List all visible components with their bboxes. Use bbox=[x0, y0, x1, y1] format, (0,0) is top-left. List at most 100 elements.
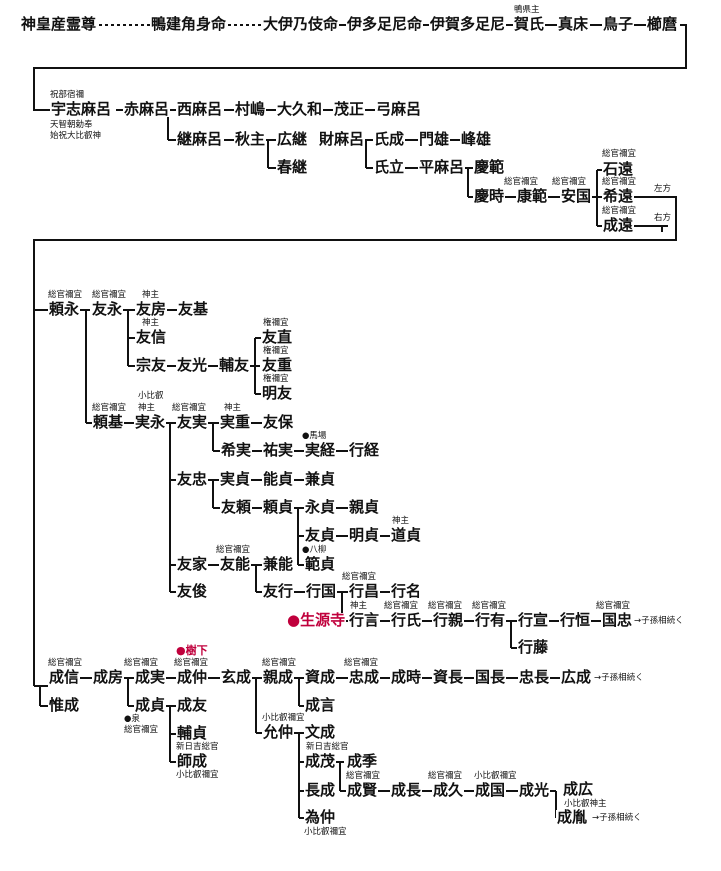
person-p66: 友家 bbox=[176, 555, 209, 573]
person-p100: 輔貞 bbox=[176, 724, 209, 742]
person-p69: 友俊 bbox=[176, 582, 209, 600]
person-p80: 行恒 bbox=[559, 611, 592, 629]
person-p47: 友実 bbox=[176, 413, 209, 431]
person-p30: 安国 bbox=[560, 187, 593, 205]
person-p29: 康範 bbox=[516, 187, 549, 205]
title-note: 総官禰宜 bbox=[172, 403, 207, 413]
person-p31: 石遠 bbox=[602, 160, 635, 178]
person-p95: 広成 bbox=[560, 668, 593, 686]
title-note: 総官禰宜 bbox=[124, 658, 159, 668]
person-p87: 玄成 bbox=[220, 668, 253, 686]
person-p58: 友頼 bbox=[220, 498, 253, 516]
person-p46: 実永 bbox=[134, 413, 167, 431]
person-p33: 成遠 bbox=[602, 216, 635, 234]
person-p92: 資長 bbox=[432, 668, 465, 686]
person-p34: 頼永 bbox=[48, 300, 81, 318]
title-note: 新日吉総官 bbox=[306, 742, 349, 752]
title-note: 神主 bbox=[138, 403, 156, 413]
person-p14: 大久和 bbox=[276, 100, 324, 118]
person-p50: 希実 bbox=[220, 441, 253, 459]
person-p98: 成友 bbox=[176, 696, 209, 714]
person-p111: 成光 bbox=[518, 781, 551, 799]
title-note: 小比叡禰宜 bbox=[176, 770, 219, 780]
title-note: 総官禰宜 bbox=[552, 177, 587, 187]
person-p4: 伊多足尼命 bbox=[346, 15, 424, 33]
title-note: 総官禰宜 bbox=[344, 658, 379, 668]
person-p26: 平麻呂 bbox=[418, 158, 466, 176]
person-p102: 允仲 bbox=[262, 723, 295, 741]
person-p77: 行親 bbox=[432, 611, 465, 629]
person-p41: 輔友 bbox=[218, 356, 251, 374]
person-p85: 成実 bbox=[134, 668, 167, 686]
person-p5: 伊賀多足尼 bbox=[429, 15, 507, 33]
person-p91: 成時 bbox=[390, 668, 423, 686]
person-p76: 行氏 bbox=[390, 611, 423, 629]
person-p42: 友直 bbox=[261, 328, 294, 346]
person-p96: 惟成 bbox=[48, 696, 81, 714]
title-note: 総官禰宜 bbox=[342, 572, 377, 582]
title-note: 総官禰宜 bbox=[48, 290, 83, 300]
person-p68: 兼能 bbox=[262, 555, 295, 573]
title-note: 神主 bbox=[392, 516, 410, 526]
person-p43: 友重 bbox=[261, 356, 294, 374]
person-p56: 能貞 bbox=[262, 470, 295, 488]
title-note: 神主 bbox=[142, 318, 160, 328]
person-p83: 成信 bbox=[48, 668, 81, 686]
title-note: 総官禰宜 bbox=[596, 601, 631, 611]
title-note: 神主 bbox=[350, 601, 368, 611]
title-note: 総官禰宜 bbox=[602, 177, 637, 187]
person-p114: 為仲 bbox=[304, 808, 337, 826]
person-p62: 友貞 bbox=[304, 526, 337, 544]
family-branch-shogenji: ●生源寺 bbox=[286, 611, 347, 629]
title-note: 総官禰宜 bbox=[92, 290, 127, 300]
person-p84: 成房 bbox=[92, 668, 125, 686]
person-p61: 親貞 bbox=[348, 498, 381, 516]
title-note: ●馬場 bbox=[302, 431, 327, 441]
person-p8: 鳥子 bbox=[602, 15, 635, 33]
title-note: 総官禰宜 bbox=[346, 771, 381, 781]
person-p65: 範貞 bbox=[304, 555, 337, 573]
title-note: 総官禰宜 bbox=[48, 658, 83, 668]
continuation-note: →子孫相続く bbox=[634, 616, 684, 626]
title-note: 総官禰宜 bbox=[428, 601, 463, 611]
person-p55: 実貞 bbox=[219, 470, 252, 488]
person-p51: 祐実 bbox=[262, 441, 295, 459]
title-note: 総官禰宜 bbox=[216, 545, 251, 555]
person-p15: 茂正 bbox=[333, 100, 366, 118]
person-p73: 行名 bbox=[390, 582, 423, 600]
person-p106: 長成 bbox=[304, 781, 337, 799]
person-p3: 大伊乃伎命 bbox=[262, 15, 340, 33]
person-p110: 成国 bbox=[474, 781, 507, 799]
title-note: ●八柳 bbox=[302, 545, 327, 555]
title-note: 総官禰宜 bbox=[504, 177, 539, 187]
person-p57: 兼貞 bbox=[304, 470, 337, 488]
person-p103: 文成 bbox=[304, 723, 337, 741]
person-p75: 行言 bbox=[348, 611, 381, 629]
title-note: 総官禰宜 bbox=[472, 601, 507, 611]
person-p107: 成賢 bbox=[346, 781, 379, 799]
title-note: 小比叡禰宜 bbox=[304, 827, 347, 837]
title-note: 総官禰宜 bbox=[262, 658, 297, 668]
person-p9: 櫛麿 bbox=[646, 15, 679, 33]
title-note: 総官禰宜 bbox=[92, 403, 127, 413]
person-p90: 忠成 bbox=[348, 668, 381, 686]
person-p82: 行藤 bbox=[517, 638, 550, 656]
person-p72: 行昌 bbox=[348, 582, 381, 600]
title-note: 小比叡禰宜 bbox=[474, 771, 517, 781]
person-p54: 友忠 bbox=[176, 470, 209, 488]
person-p12: 西麻呂 bbox=[176, 100, 224, 118]
family-branch-izumi: ●泉 bbox=[124, 714, 140, 724]
title-note: 新日吉総官 bbox=[176, 742, 219, 752]
title-note: 右方 bbox=[654, 213, 672, 223]
person-p10: 宇志麻呂 bbox=[50, 100, 113, 118]
title-note: 小比叡神主 bbox=[564, 799, 607, 809]
person-p44: 明友 bbox=[261, 384, 294, 402]
title-note: 祝部宿禰 bbox=[50, 90, 85, 100]
person-p60: 永貞 bbox=[304, 498, 337, 516]
person-p64: 道貞 bbox=[390, 526, 423, 544]
person-p23: 門雄 bbox=[418, 130, 451, 148]
person-p22: 氏成 bbox=[373, 130, 406, 148]
title-note: 始祝大比叡神 bbox=[50, 131, 102, 141]
person-p78: 行有 bbox=[474, 611, 507, 629]
person-p93: 国長 bbox=[474, 668, 507, 686]
